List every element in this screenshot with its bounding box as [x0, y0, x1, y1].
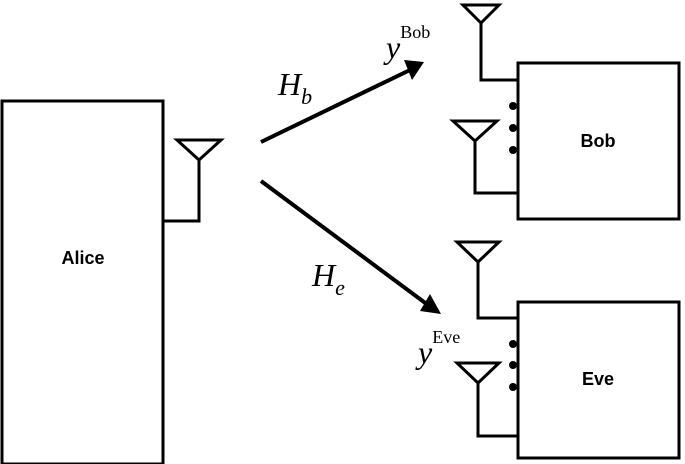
eve-antenna-bottom-feed [476, 383, 518, 438]
alice-node: Alice [0, 99, 225, 464]
bob-ellipsis-dot-3 [509, 146, 517, 154]
bob-box [516, 61, 681, 221]
bob-antenna-bottom-feed [473, 141, 518, 195]
arrow-to-eve-head [420, 294, 441, 314]
eve-node: Eve [453, 240, 681, 460]
eve-ellipsis-dot-1 [509, 340, 517, 348]
channel-bob-label: Hb [277, 66, 312, 109]
eve-antenna-top-feed [476, 262, 518, 320]
eve-antenna-top-icon [453, 240, 503, 265]
bob-antenna-top-feed [479, 23, 518, 82]
alice-box [0, 99, 165, 464]
eve-ellipsis-dot-2 [509, 361, 517, 369]
channel-to-bob: Hb [260, 60, 424, 144]
bob-ellipsis-dot-1 [509, 102, 517, 110]
alice-antenna-icon [173, 138, 225, 163]
bob-label: Bob [581, 131, 616, 151]
eve-label: Eve [582, 369, 614, 389]
signal-bob-label: yBob [383, 22, 430, 65]
channel-to-eve: He [259, 179, 441, 314]
eve-box [516, 300, 681, 460]
eve-antenna-bottom-icon [453, 361, 503, 386]
bob-antenna-top-icon [459, 3, 503, 26]
alice-label: Alice [61, 248, 104, 268]
eve-ellipsis-dot-3 [509, 383, 517, 391]
bob-antenna-bottom-icon [449, 119, 501, 144]
channel-eve-label: He [311, 257, 345, 300]
bob-node: Bob [449, 3, 681, 221]
signal-eve-label: yEve [415, 327, 460, 370]
alice-antenna-feed [163, 158, 201, 223]
bob-ellipsis-dot-2 [509, 124, 517, 132]
arrow-to-bob [260, 68, 411, 144]
arrow-to-bob-head [404, 60, 424, 80]
arrow-to-eve [259, 179, 430, 307]
